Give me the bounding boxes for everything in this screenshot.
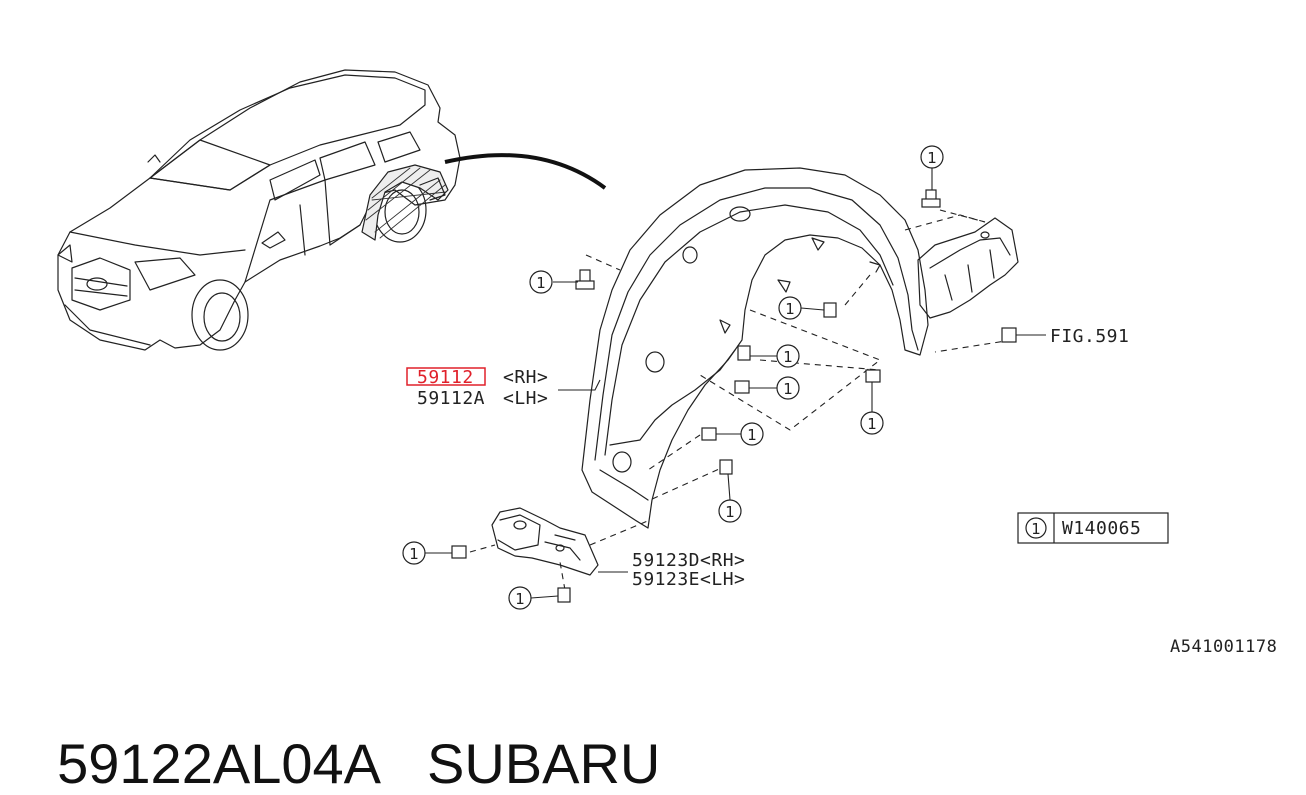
- callout-9: 1: [402, 541, 452, 565]
- svg-text:1: 1: [747, 426, 757, 444]
- bolt-icon: [701, 427, 717, 441]
- bolt-icon: [557, 587, 571, 603]
- fig-reference[interactable]: FIG.591: [1050, 326, 1129, 347]
- svg-text:1: 1: [867, 415, 877, 433]
- bolt-icon: [865, 369, 881, 383]
- legend: 1 W140065: [1017, 512, 1169, 544]
- dashed-lines: [469, 209, 1013, 591]
- callout-1: 1: [529, 270, 578, 294]
- part-number-lh[interactable]: 59112A: [417, 388, 485, 409]
- callout-4: 1: [750, 344, 800, 368]
- part-side-lh: <LH>: [503, 388, 548, 409]
- callout-2: 1: [920, 145, 944, 190]
- footer-caption: 59122AL04A SUBARU: [26, 680, 660, 792]
- footer-part-number: 59122AL04A: [57, 732, 381, 795]
- bolt-icon: [1001, 327, 1017, 343]
- svg-text:1: 1: [785, 300, 795, 318]
- bolt-icon: [921, 189, 941, 208]
- svg-text:1: 1: [783, 380, 793, 398]
- legend-number: 1: [1031, 520, 1041, 538]
- part-side-rh: <RH>: [503, 367, 548, 388]
- svg-text:1: 1: [409, 545, 419, 563]
- svg-text:1: 1: [725, 503, 735, 521]
- part-number-bracket-lh[interactable]: 59123E<LH>: [632, 569, 745, 590]
- svg-text:1: 1: [783, 348, 793, 366]
- bolt-icon: [719, 459, 733, 475]
- callout-8: 1: [718, 473, 742, 523]
- callout-10: 1: [508, 586, 559, 610]
- bolts: [451, 189, 1017, 603]
- footer-brand: SUBARU: [426, 732, 661, 795]
- svg-text:1: 1: [515, 590, 525, 608]
- callout-6: 1: [860, 382, 884, 435]
- callout-3: 1: [778, 296, 825, 320]
- bolt-icon: [823, 302, 837, 318]
- callout-7: 1: [716, 422, 764, 446]
- svg-text:1: 1: [536, 274, 546, 292]
- callout-5: 1: [749, 376, 800, 400]
- part-labels: 59112 <RH> 59112A <LH> 59123D<RH> 59123E…: [406, 326, 1277, 657]
- fender-liner: [581, 167, 929, 529]
- bolt-icon: [575, 269, 595, 290]
- part-highlight-box: [406, 367, 486, 386]
- bolt-icon: [734, 380, 750, 394]
- part-number-bracket-rh[interactable]: 59123D<RH>: [632, 550, 745, 571]
- callouts: 1 1 1 1 1 1 1 1 1 1: [402, 145, 944, 610]
- rear-bracket: [917, 217, 1019, 319]
- legend-code: W140065: [1062, 518, 1141, 539]
- pointer-arrow: [444, 153, 607, 190]
- lower-bracket: [491, 507, 599, 576]
- svg-text:1: 1: [927, 149, 937, 167]
- bolt-icon: [737, 345, 751, 361]
- image-code: A541001178: [1170, 637, 1277, 657]
- bolt-icon: [451, 545, 467, 559]
- car-illustration: [57, 69, 461, 351]
- part-number-rh[interactable]: 59112: [417, 367, 474, 388]
